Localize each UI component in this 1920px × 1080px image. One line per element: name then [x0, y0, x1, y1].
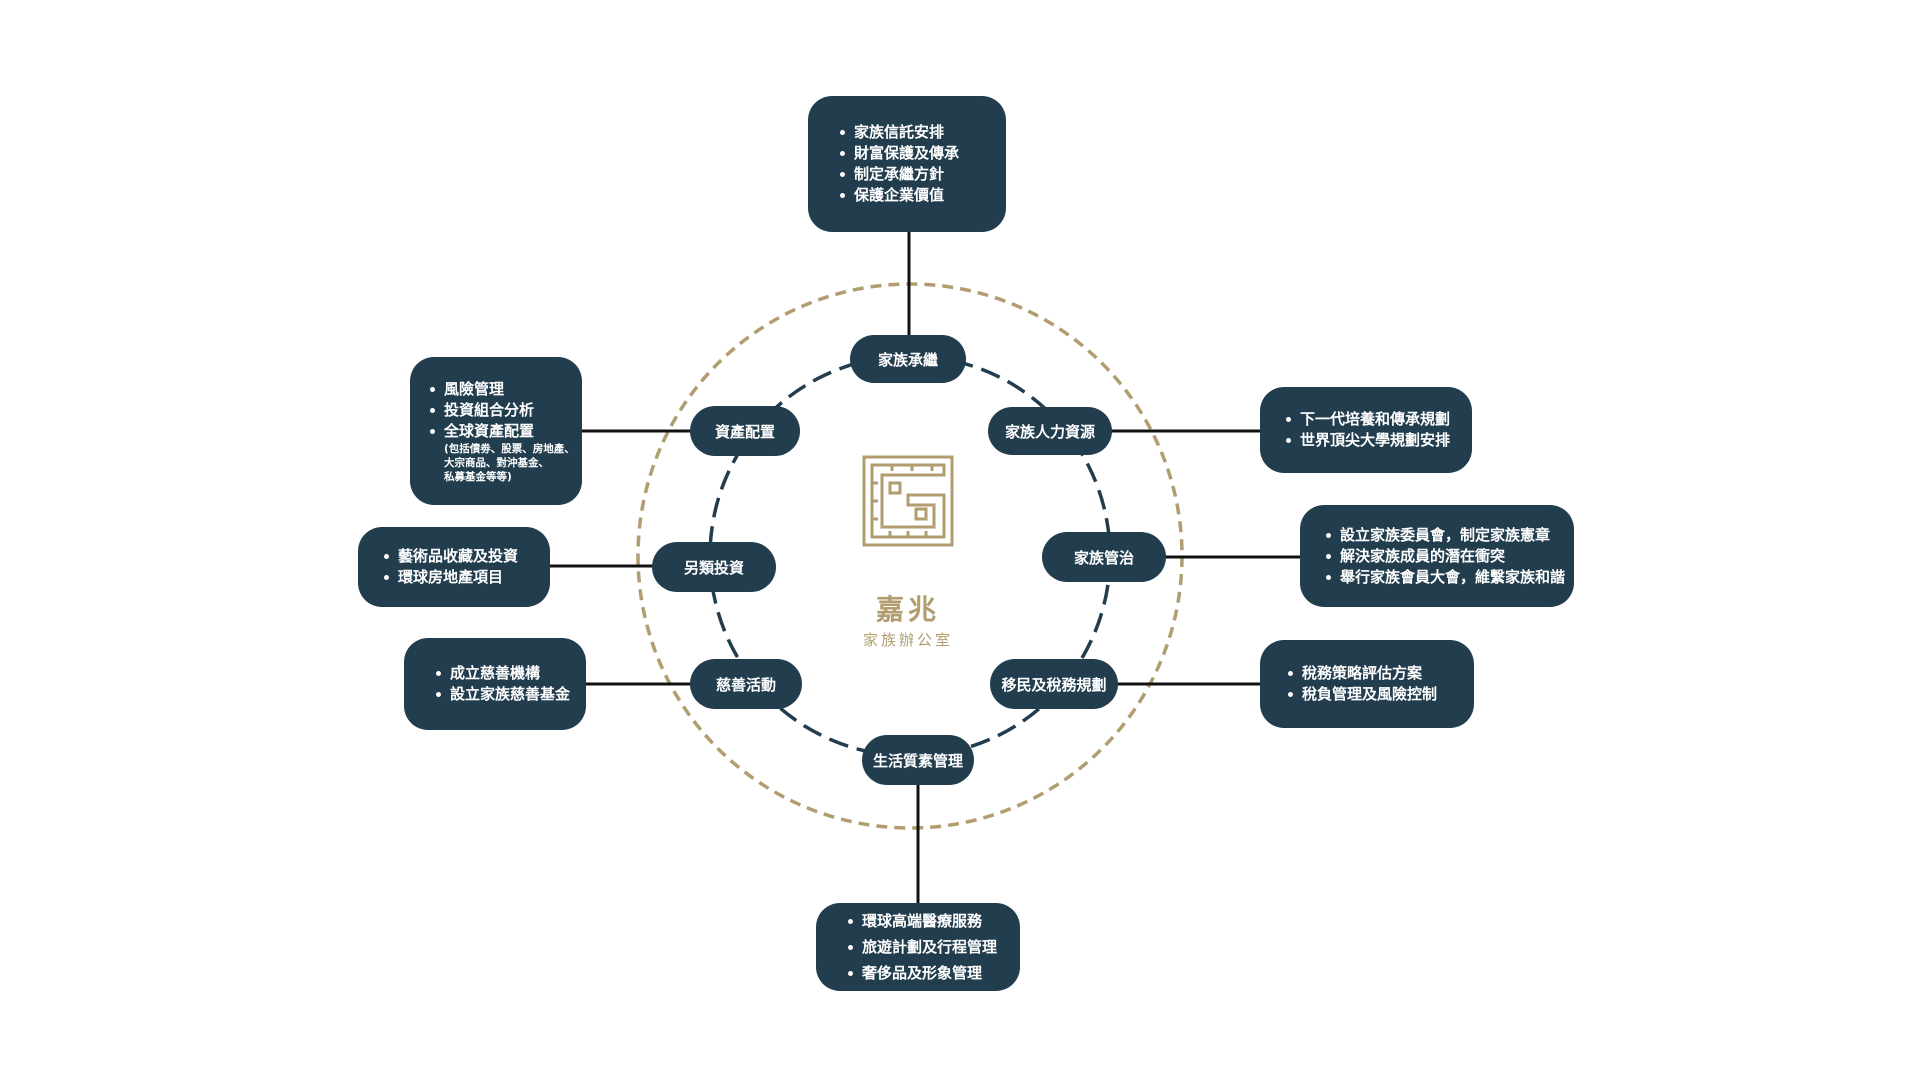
- detail-box-alternative-investment: 藝術品收藏及投資 環球房地產項目: [358, 527, 550, 607]
- list-item: 全球資產配置: [430, 421, 582, 442]
- detail-box-philanthropy: 成立慈善機構 設立家族慈善基金: [404, 638, 586, 730]
- list-item: 家族信託安排: [840, 122, 1006, 143]
- node-succession[interactable]: 家族承繼: [850, 335, 966, 383]
- list-item: 稅負管理及風險控制: [1288, 684, 1474, 705]
- list-item: 制定承繼方針: [840, 164, 1006, 185]
- asset-note-line: (包括債劵、股票、房地產、: [444, 442, 575, 455]
- detail-box-lifestyle: 環球高端醫療服務 旅遊計劃及行程管理 奢侈品及形象管理: [816, 903, 1020, 991]
- detail-box-succession: 家族信託安排 財富保護及傳承 制定承繼方針 保護企業價值: [808, 96, 1006, 232]
- list-item: 保護企業價值: [840, 185, 1006, 206]
- detail-box-governance: 設立家族委員會，制定家族憲章 解決家族成員的潛在衝突 舉行家族會員大會，維繫家族…: [1300, 505, 1574, 607]
- list-item: 舉行家族會員大會，維繫家族和諧: [1326, 567, 1574, 588]
- detail-box-immigration-tax: 稅務策略評估方案 稅負管理及風險控制: [1260, 640, 1474, 728]
- list-item: 藝術品收藏及投資: [384, 546, 550, 567]
- list-item: 設立家族委員會，制定家族憲章: [1326, 525, 1574, 546]
- asset-note-line: 大宗商品、對沖基金、: [444, 456, 549, 469]
- list-item: 財富保護及傳承: [840, 143, 1006, 164]
- list-item: 世界頂尖大學規劃安排: [1286, 430, 1472, 451]
- list-item: 設立家族慈善基金: [436, 684, 586, 705]
- detail-box-asset-allocation: 風險管理 投資組合分析 全球資產配置 (包括債劵、股票、房地產、 大宗商品、對沖…: [410, 357, 582, 505]
- asset-note-line: 私募基金等等): [444, 470, 512, 483]
- detail-box-human-resources: 下一代培養和傳承規劃 世界頂尖大學規劃安排: [1260, 387, 1472, 473]
- list-item: 稅務策略評估方案: [1288, 663, 1474, 684]
- list-item: 環球房地產項目: [384, 567, 550, 588]
- meander-g-logo-icon: [862, 455, 954, 547]
- node-philanthropy[interactable]: 慈善活動: [690, 659, 802, 709]
- list-item: 旅遊計劃及行程管理: [848, 934, 1020, 960]
- brand-name: 嘉兆: [875, 593, 940, 626]
- brand-subtitle: 家族辦公室: [862, 631, 953, 649]
- list-item: 風險管理: [430, 379, 582, 400]
- node-alternative-investment[interactable]: 另類投資: [652, 542, 776, 592]
- node-immigration-tax[interactable]: 移民及稅務規劃: [990, 659, 1118, 709]
- node-human-resources[interactable]: 家族人力資源: [988, 407, 1112, 455]
- list-item: 下一代培養和傳承規劃: [1286, 409, 1472, 430]
- list-item: 奢侈品及形象管理: [848, 960, 1020, 986]
- list-item: 環球高端醫療服務: [848, 908, 1020, 934]
- list-item: 解決家族成員的潛在衝突: [1326, 546, 1574, 567]
- node-governance[interactable]: 家族管治: [1042, 532, 1166, 582]
- list-item: 投資組合分析: [430, 400, 582, 421]
- node-lifestyle[interactable]: 生活質素管理: [862, 735, 974, 785]
- node-asset-allocation[interactable]: 資產配置: [690, 406, 800, 456]
- list-item: 成立慈善機構: [436, 663, 586, 684]
